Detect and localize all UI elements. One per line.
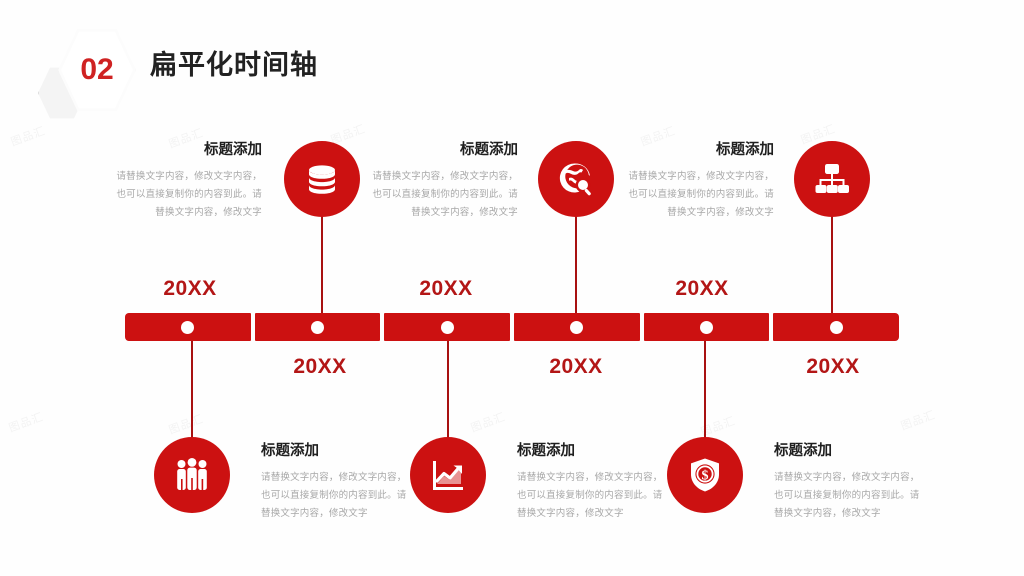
item-title: 标题添加 — [774, 443, 832, 459]
timeline-bottom-text-1: 标题添加 请替换文字内容，修改文字内容，也可以直接复制你的内容到此。请替换文字内… — [261, 443, 413, 522]
hexagon-inner-shape: 02 — [61, 31, 133, 109]
timeline-top-text-2: 标题添加 请替换文字内容，修改文字内容，也可以直接复制你的内容到此。请替换文字内… — [366, 142, 518, 221]
timeline-top-text-1: 标题添加 请替换文字内容，修改文字内容，也可以直接复制你的内容到此。请替换文字内… — [110, 142, 262, 221]
timeline-segment[interactable] — [643, 313, 770, 341]
connector-line-top-1 — [321, 216, 323, 320]
growth-chart-icon — [428, 455, 468, 495]
timeline-segment[interactable] — [514, 313, 640, 341]
connector-line-top-2 — [575, 216, 577, 320]
connector-line-bottom-1 — [191, 334, 193, 438]
timeline-year-bottom-1: 20XX — [293, 355, 347, 378]
connector-line-top-3 — [831, 216, 833, 320]
timeline-year-top-3: 20XX — [675, 277, 729, 300]
connector-line-bottom-3 — [704, 334, 706, 438]
database-icon — [302, 159, 342, 199]
item-title: 标题添加 — [460, 142, 518, 158]
timeline-year-bottom-2: 20XX — [549, 355, 603, 378]
section-number-badge: 02 — [36, 24, 146, 119]
people-group-icon — [172, 455, 212, 495]
item-body: 请替换文字内容，修改文字内容，也可以直接复制你的内容到此。请替换文字内容，修改文… — [261, 472, 407, 519]
item-body: 请替换文字内容，修改文字内容，也可以直接复制你的内容到此。请替换文字内容，修改文… — [628, 171, 774, 218]
watermark-text: 图品汇 — [9, 125, 48, 149]
timeline-bar — [125, 313, 900, 341]
watermark-text: 图品汇 — [899, 409, 938, 433]
item-body: 请替换文字内容，修改文字内容，也可以直接复制你的内容到此。请替换文字内容，修改文… — [774, 472, 920, 519]
section-number: 02 — [80, 53, 114, 86]
timeline-node-dot — [181, 320, 195, 334]
org-chart-icon — [812, 159, 852, 199]
timeline-node-dot — [311, 320, 324, 334]
timeline-year-top-1: 20XX — [163, 277, 217, 300]
timeline-segment[interactable] — [773, 313, 900, 341]
timeline-year-top-2: 20XX — [419, 277, 473, 300]
item-title: 标题添加 — [716, 142, 774, 158]
watermark-text: 图品汇 — [167, 413, 206, 437]
item-title: 标题添加 — [261, 443, 319, 459]
item-body: 请替换文字内容，修改文字内容，也可以直接复制你的内容到此。请替换文字内容，修改文… — [116, 171, 262, 218]
timeline-bottom-icon-3[interactable]: $ — [667, 437, 743, 513]
watermark-text: 图品汇 — [7, 411, 46, 435]
timeline-node-dot — [700, 320, 714, 334]
item-body: 请替换文字内容，修改文字内容，也可以直接复制你的内容到此。请替换文字内容，修改文… — [372, 171, 518, 218]
item-title: 标题添加 — [517, 443, 575, 459]
timeline-segment[interactable] — [254, 313, 381, 341]
shield-dollar-icon: $ — [685, 455, 725, 495]
timeline-node-dot — [829, 320, 843, 334]
timeline-top-icon-1[interactable] — [284, 141, 360, 217]
timeline-node-dot — [440, 320, 454, 334]
timeline-bottom-text-3: 标题添加 请替换文字内容，修改文字内容，也可以直接复制你的内容到此。请替换文字内… — [774, 443, 926, 522]
item-title: 标题添加 — [204, 142, 262, 158]
page-title: 扁平化时间轴 — [150, 50, 318, 80]
timeline-bottom-icon-2[interactable] — [410, 437, 486, 513]
timeline-top-icon-2[interactable] — [538, 141, 614, 217]
watermark-text: 图品汇 — [469, 411, 508, 435]
svg-text:$: $ — [702, 468, 709, 483]
timeline-node-dot — [570, 320, 584, 334]
timeline-top-icon-3[interactable] — [794, 141, 870, 217]
connector-line-bottom-2 — [447, 334, 449, 438]
timeline-segment[interactable] — [125, 313, 251, 341]
timeline-bottom-text-2: 标题添加 请替换文字内容，修改文字内容，也可以直接复制你的内容到此。请替换文字内… — [517, 443, 669, 522]
timeline-year-bottom-3: 20XX — [806, 355, 860, 378]
item-body: 请替换文字内容，修改文字内容，也可以直接复制你的内容到此。请替换文字内容，修改文… — [517, 472, 663, 519]
globe-search-icon — [556, 159, 596, 199]
timeline-bottom-icon-1[interactable] — [154, 437, 230, 513]
timeline-segment[interactable] — [384, 313, 511, 341]
timeline-top-text-3: 标题添加 请替换文字内容，修改文字内容，也可以直接复制你的内容到此。请替换文字内… — [622, 142, 774, 221]
